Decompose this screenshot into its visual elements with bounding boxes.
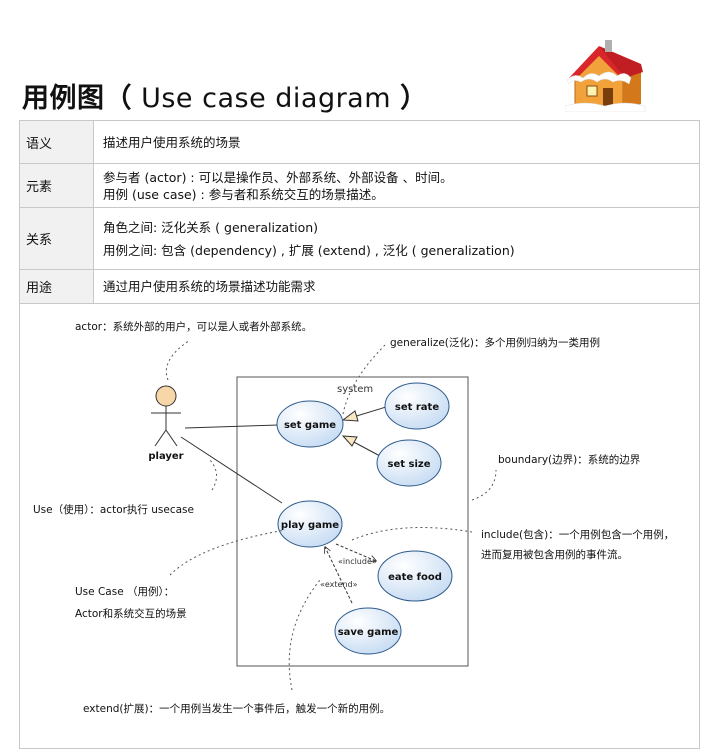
association-line [184,424,280,429]
generalization-arrowhead [341,410,359,422]
snow-house-icon [565,40,646,112]
usecase-label: set game [284,420,336,431]
extend-line [325,547,353,604]
usecase-save-game: save game [334,607,402,655]
annotation-include-2: 进而复用被包含用例的事件流。 [481,548,628,561]
annotation-leaders [165,339,497,691]
row-value: 通过用户使用系统的场景描述功能需求 [93,269,700,304]
table-row: 语义 描述用户使用系统的场景 [19,120,700,164]
include-line [335,543,376,561]
annotation-usecase-1: Use Case （用例）： [75,585,174,598]
actor-label: player [148,451,183,462]
usecase-label: play game [281,520,339,531]
row-value: 角色之间: 泛化关系 ( generalization) 用例之间: 包含 (d… [93,207,700,270]
annotation-extend: extend(扩展)：一个用例当发生一个事件后，触发一个新的用例。 [83,702,390,715]
annotation-usecase-2: Actor和系统交互的场景 [75,607,187,620]
row-line: 通过用户使用系统的场景描述功能需求 [103,279,316,294]
usecase-set-size: set size [376,439,442,487]
info-table: 语义 描述用户使用系统的场景 元素 参与者 (actor) : 可以是操作员、外… [19,120,700,304]
row-line: 角色之间: 泛化关系 ( generalization) [103,219,319,235]
include-label: «include» [338,557,377,566]
association-line [180,436,283,504]
annotation-boundary: boundary(边界)：系统的边界 [498,453,641,466]
extend-label: «extend» [320,580,358,589]
usecase-label: save game [338,627,399,638]
usecase-label: set size [388,459,431,470]
usecase-set-rate: set rate [384,382,450,430]
row-line: 用例之间: 包含 (dependency) , 扩展 (extend) , 泛化… [103,242,515,258]
title-cn: 用例图（ [22,83,132,114]
table-row: 元素 参与者 (actor) : 可以是操作员、外部系统、外部设备 、时间。 用… [19,163,700,208]
page-title: 用例图（ Use case diagram ） [22,76,428,115]
usecase-eat-food: eate food [377,550,453,602]
generalization-arrowhead [341,435,358,447]
diagram-frame [19,303,700,749]
title-en: Use case diagram [132,83,401,114]
generalization-line [349,439,381,457]
row-line: 用例 (use case) : 参与者和系统交互的场景描述。 [103,186,384,202]
row-line: 参与者 (actor) : 可以是操作员、外部系统、外部设备 、时间。 [103,169,453,185]
usecase-label: set rate [395,402,439,413]
usecase-set-game: set game [276,400,344,448]
table-row: 关系 角色之间: 泛化关系 ( generalization) 用例之间: 包含… [19,207,700,270]
row-line: 描述用户使用系统的场景 [103,134,241,150]
row-value: 参与者 (actor) : 可以是操作员、外部系统、外部设备 、时间。 用例 (… [93,163,700,208]
row-key: 关系 [19,207,94,270]
annotation-actor: actor：系统外部的用户，可以是人或者外部系统。 [75,320,312,333]
row-value: 描述用户使用系统的场景 [93,120,700,164]
annotation-include-1: include(包含)：一个用例包含一个用例， [481,528,674,541]
title-close: ） [400,83,428,114]
row-key: 语义 [19,120,94,164]
table-row: 用途 通过用户使用系统的场景描述功能需求 [19,269,700,304]
annotation-generalize: generalize(泛化)：多个用例归纳为一类用例 [390,336,600,349]
system-label: system [337,384,373,395]
row-key: 元素 [19,163,94,208]
annotation-use: Use（使用）：actor执行 usecase [33,503,194,516]
actor-player: player [148,385,184,462]
usecase-play-game: play game [277,500,343,548]
row-key: 用途 [19,269,94,304]
usecase-label: eate food [388,572,442,583]
